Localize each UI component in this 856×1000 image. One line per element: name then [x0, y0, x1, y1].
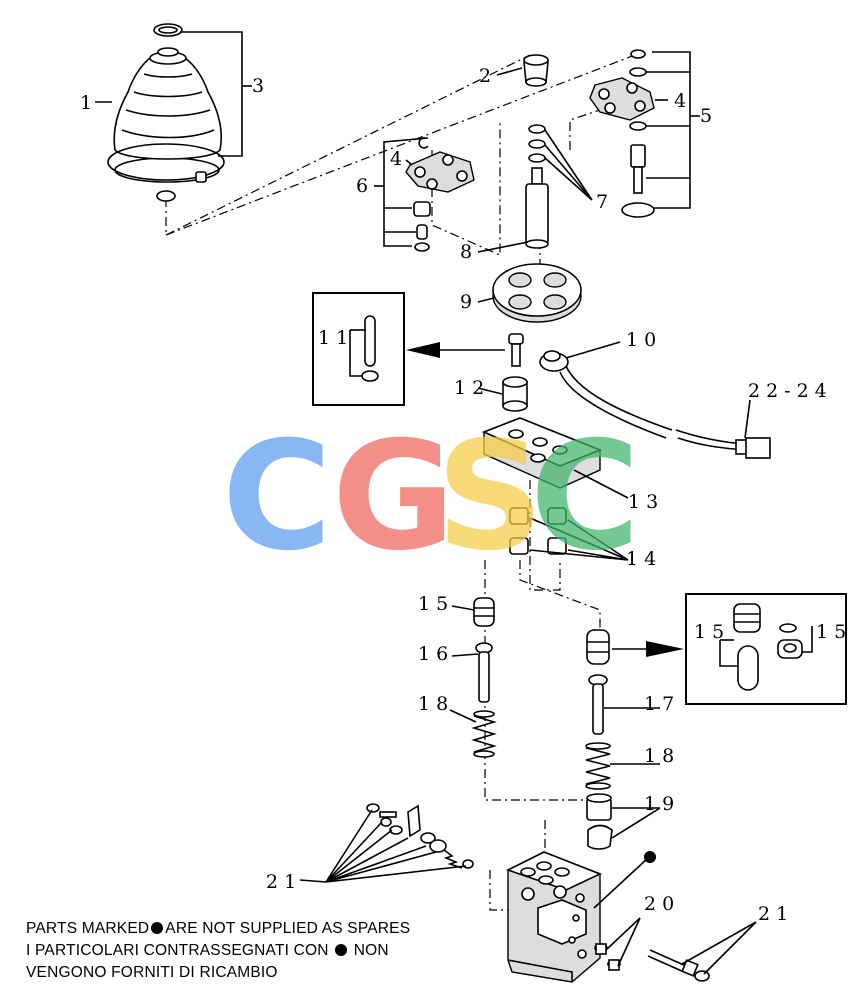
part-16-pin — [475, 642, 493, 703]
callout-19: 19 — [644, 793, 680, 815]
part-6-stack — [413, 137, 431, 252]
callout-labels: 1 2 3 4 4 5 6 7 8 9 10 11 12 13 14 15 15… — [80, 65, 852, 925]
note-line-1: PARTS MARKED ARE NOT SUPPLIED AS SPARES — [26, 920, 410, 938]
callout-17: 17 — [644, 693, 680, 715]
callout-10: 10 — [626, 329, 662, 351]
callout-2: 2 — [479, 65, 497, 87]
part-13-plate — [481, 417, 603, 489]
callout-20: 20 — [644, 893, 680, 915]
arrow-15-head — [646, 641, 684, 657]
watermark-letter-3: S — [436, 410, 544, 584]
callout-12: 12 — [454, 377, 490, 399]
callout-6: 6 — [356, 175, 374, 197]
callout-8: 8 — [460, 241, 478, 263]
part-12-bush — [502, 376, 528, 412]
callout-7: 7 — [596, 191, 614, 213]
note-line-2: I PARTICOLARI CONTRASSEGNATI CON NON — [26, 942, 389, 960]
part-19-cup — [586, 793, 613, 850]
note-line-2-post: NON — [353, 942, 389, 959]
note-line-2-pre: I PARTICOLARI CONTRASSEGNATI CON — [26, 942, 329, 959]
callout-4-left: 4 — [390, 148, 408, 170]
callout-14: 14 — [626, 548, 662, 570]
callout-3: 3 — [252, 75, 270, 97]
part-14-bushes — [509, 507, 567, 555]
part-17-pin — [588, 674, 608, 735]
part-1-rubber-boot — [107, 23, 225, 202]
part-7-rings — [528, 124, 546, 163]
arrow-11-head — [406, 342, 440, 358]
not-supplied-marker — [644, 851, 656, 863]
callout-22-24: 22-24 — [748, 380, 833, 402]
part-4-plate-left — [405, 151, 475, 193]
callout-15-inset-right: 15 — [816, 621, 852, 643]
callout-1: 1 — [80, 92, 98, 114]
callout-21-left: 21 — [266, 871, 302, 893]
callout-16: 16 — [418, 643, 454, 665]
callout-11: 11 — [318, 327, 354, 349]
callout-15-inset-left: 15 — [694, 621, 730, 643]
note-line-3: VENGONO FORNITI DI RICAMBIO — [26, 964, 278, 981]
part-9-disc — [492, 263, 582, 323]
note-line-1-post: ARE NOT SUPPLIED AS SPARES — [165, 920, 411, 937]
watermark-letter-1: C — [222, 410, 332, 584]
leader-lines — [95, 31, 757, 975]
bullet-icon — [151, 922, 164, 934]
part-2-nut — [523, 54, 549, 87]
part-15-left-guide — [473, 597, 495, 627]
bullet-icon — [335, 944, 348, 956]
inset-box-11 — [312, 292, 405, 406]
valve-body — [505, 851, 603, 983]
part-15-right-guide — [586, 629, 610, 665]
part-5-stack — [621, 49, 655, 218]
callout-15-left: 15 — [418, 593, 454, 615]
inset-box-15 — [685, 593, 847, 705]
part-20-plugs — [594, 943, 621, 971]
watermark: C G S C — [222, 410, 640, 584]
callout-13: 13 — [628, 491, 664, 513]
part-18-left-spring — [471, 710, 497, 758]
part-4-plate-right — [589, 77, 655, 121]
callout-5: 5 — [700, 105, 718, 127]
note-line-1-pre: PARTS MARKED — [26, 920, 150, 937]
callout-4-right: 4 — [674, 90, 692, 112]
watermark-letter-4: C — [530, 410, 640, 584]
callout-18-left: 18 — [418, 693, 454, 715]
assembly-centre-lines — [165, 54, 636, 911]
part-8-plunger — [525, 167, 549, 249]
callout-9: 9 — [460, 291, 478, 313]
part-10-sensor-cable — [539, 350, 771, 459]
callout-18-right: 18 — [644, 745, 680, 767]
part-18-right-spring — [585, 742, 611, 790]
part-21-left-fasteners — [366, 803, 474, 869]
watermark-letter-2: G — [332, 410, 455, 584]
callout-21-right: 21 — [758, 903, 794, 925]
part-11-bolt — [508, 333, 524, 367]
